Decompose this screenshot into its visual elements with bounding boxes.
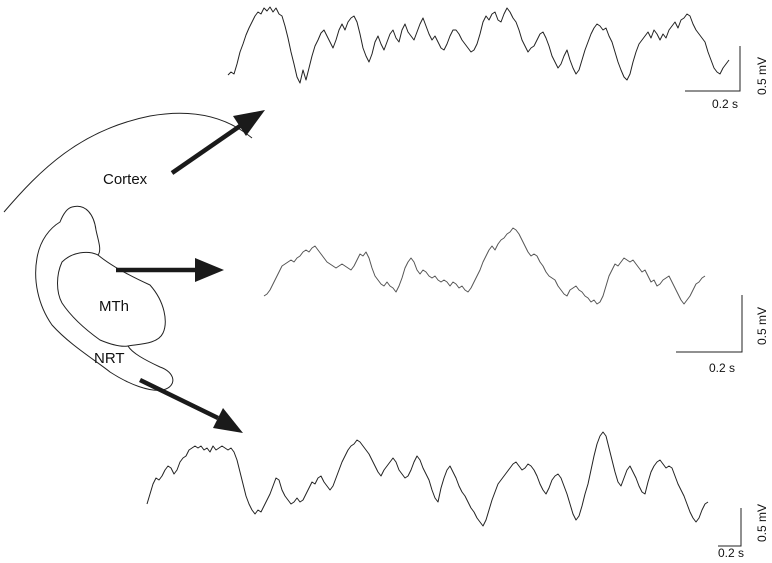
nrt-label: NRT [94, 350, 125, 367]
scale-bar-2: 0.5 mV 0.2 s [676, 295, 769, 375]
scale-bar-1-voltage: 0.5 mV [755, 57, 769, 95]
scale-bar-1: 0.5 mV 0.2 s [685, 46, 769, 111]
mth-outline [57, 251, 129, 347]
mth-label: MTh [99, 298, 129, 315]
mth-eeg-trace [263, 227, 706, 305]
cortex-label: Cortex [103, 171, 148, 188]
scale-bar-2-voltage: 0.5 mV [755, 307, 769, 345]
cortex-outline [3, 112, 253, 213]
scale-bar-2-time: 0.2 s [709, 361, 735, 375]
scale-bar-3-time: 0.2 s [718, 546, 744, 560]
scale-bar-1-time: 0.2 s [712, 97, 738, 111]
thalamus-outline [35, 205, 174, 391]
cortex-arrow [170, 110, 265, 175]
cortex-eeg-trace [227, 6, 730, 84]
scale-bar-3-voltage: 0.5 mV [755, 504, 769, 542]
nrt-arrow [139, 377, 243, 433]
scale-bar-3: 0.5 mV 0.2 s [718, 504, 769, 560]
nrt-eeg-trace [146, 431, 709, 527]
mth-arrow [116, 258, 224, 282]
